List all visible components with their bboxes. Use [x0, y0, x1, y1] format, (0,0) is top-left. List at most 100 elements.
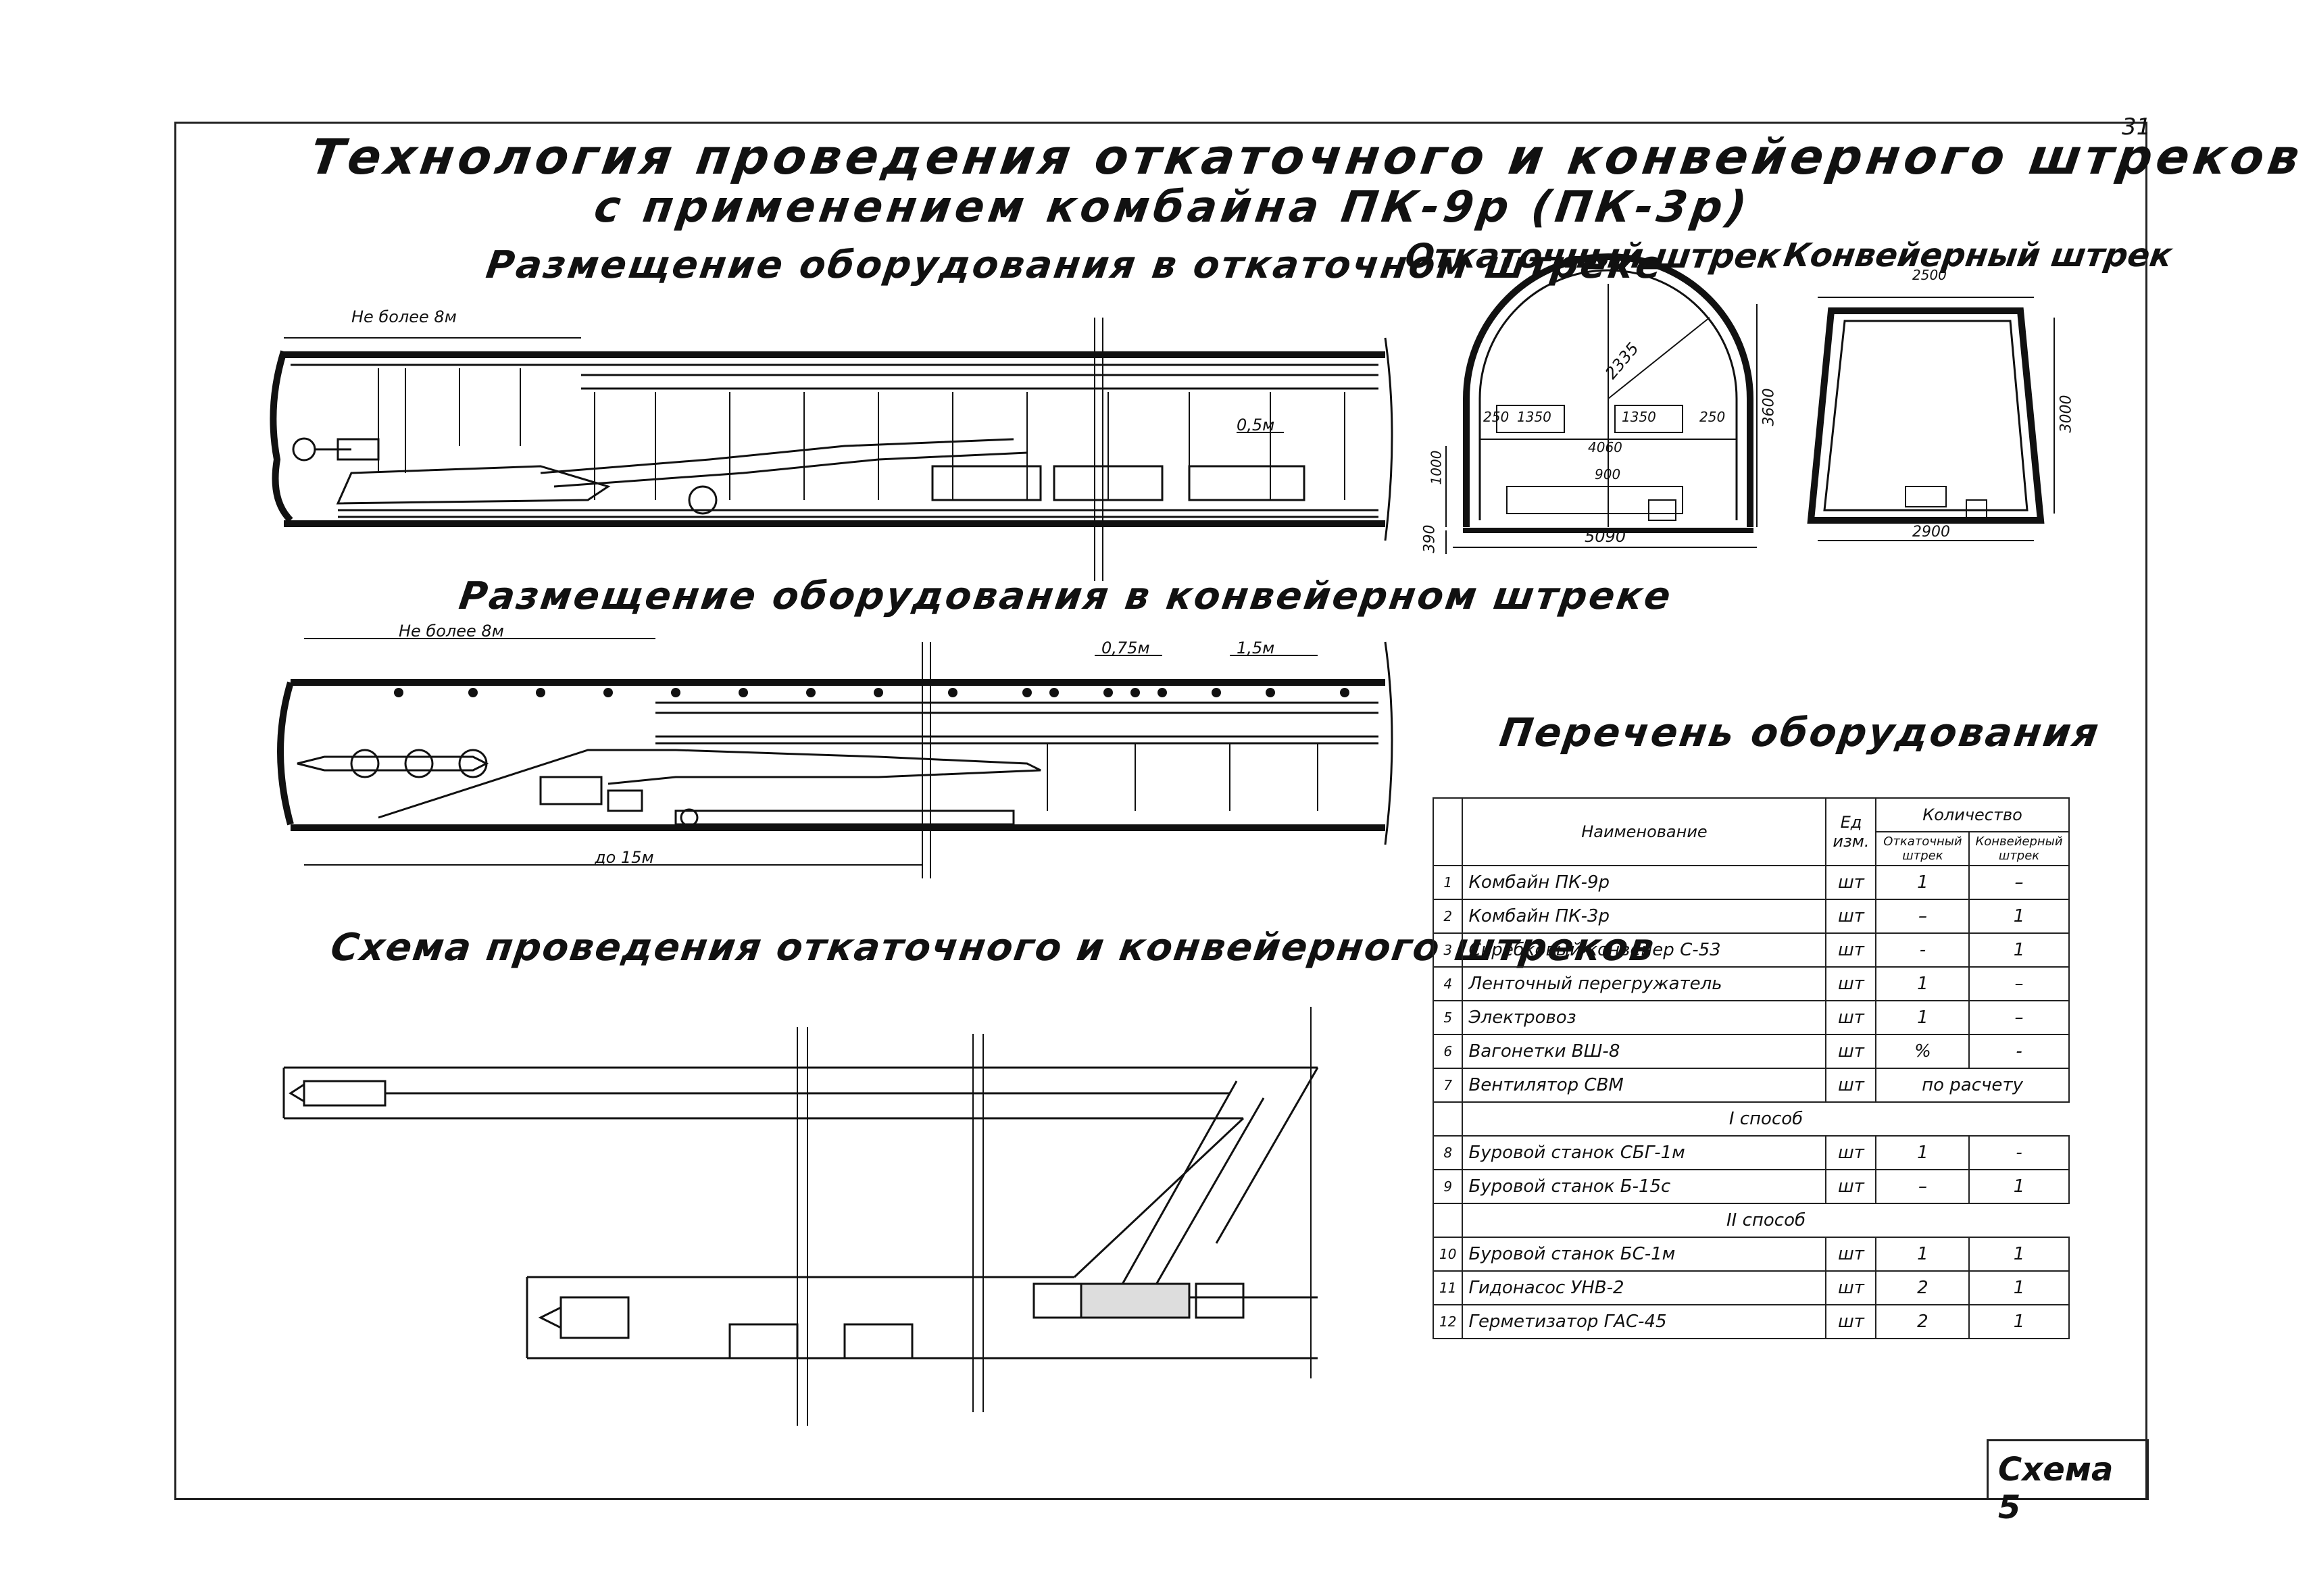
dim-cs2-3000: 3000 — [2058, 395, 2075, 433]
row-conveyor-qty: 1 — [1968, 1304, 2070, 1339]
dim-conveyor-0-75m: 0,75м — [1101, 639, 1150, 657]
row-number: 2 — [1432, 899, 1464, 934]
table-header-haulage-line1: Откаточный — [1883, 834, 1962, 849]
dim-cs1-1000: 1000 — [1428, 450, 1445, 485]
row-name: Электровоз — [1462, 1000, 1827, 1035]
row-number: 9 — [1432, 1169, 1464, 1204]
conveyor-cross-section — [1807, 297, 2055, 541]
row-name: Вентилятор СВМ — [1462, 1068, 1827, 1103]
table-section-row: I способ — [1432, 1101, 2069, 1137]
dim-cs1-5090: 5090 — [1585, 527, 1626, 546]
row-haulage-qty: 1 — [1875, 865, 1970, 900]
table-header-conveyor-line2: штрек — [1998, 849, 2040, 863]
row-number — [1432, 1101, 1464, 1137]
row-haulage-qty: - — [1875, 932, 1970, 968]
row-number: 3 — [1432, 932, 1464, 968]
row-unit: шт — [1825, 1169, 1877, 1204]
row-haulage-qty: – — [1875, 899, 1970, 934]
dim-cs1-390: 390 — [1421, 524, 1439, 553]
dim-conveyor-max-8m: Не более 8м — [399, 622, 504, 641]
scheme-plan — [282, 1007, 1319, 1426]
row-haulage-qty: – — [1875, 1169, 1970, 1204]
row-conveyor-qty: - — [1968, 1135, 2070, 1170]
method-2-label: II способ — [1462, 1203, 2069, 1238]
row-unit: шт — [1825, 1034, 1877, 1069]
row-unit: шт — [1825, 966, 1877, 1001]
row-conveyor-qty: 1 — [1968, 899, 2070, 934]
row-unit: шт — [1825, 1068, 1877, 1103]
dim-cs2-2900: 2900 — [1912, 524, 1950, 541]
row-conveyor-qty: 1 — [1968, 1237, 2070, 1272]
dim-conveyor-1-5m: 1,5м — [1237, 639, 1275, 657]
haulage-drift-section — [270, 318, 1393, 581]
schema-stamp-label: Схема 5 — [1998, 1451, 2114, 1526]
schema-stamp: Схема 5 — [1987, 1439, 2149, 1526]
table-header-quantity: Количество — [1875, 797, 2070, 832]
table-section-row: II способ — [1432, 1203, 2069, 1238]
dim-conveyor-up-to-15m: до 15м — [595, 848, 654, 867]
row-number: 4 — [1432, 966, 1464, 1001]
row-number: 8 — [1432, 1135, 1464, 1170]
dim-cs1-3600: 3600 — [1760, 388, 1778, 426]
row-number — [1432, 1203, 1464, 1238]
row-conveyor-qty: – — [1968, 1000, 2070, 1035]
row-name: Буровой станок Б-15с — [1462, 1169, 1827, 1204]
row-number: 7 — [1432, 1068, 1464, 1103]
dim-cs1-250a: 250 — [1483, 409, 1510, 425]
row-number: 12 — [1432, 1304, 1464, 1339]
row-conveyor-qty: - — [1968, 1034, 2070, 1069]
row-name: Гидонасос УНВ-2 — [1462, 1270, 1827, 1305]
row-haulage-qty: 1 — [1875, 1237, 1970, 1272]
row-name: Скребковый конвейер С-53 — [1462, 932, 1827, 968]
row-qty-by-calculation: по расчету — [1875, 1068, 2070, 1103]
drawing-frame — [174, 122, 2147, 1500]
dim-cs1-1350b: 1350 — [1622, 409, 1656, 425]
row-unit: шт — [1825, 899, 1877, 934]
row-haulage-qty: 2 — [1875, 1304, 1970, 1339]
row-conveyor-qty: 1 — [1968, 1169, 2070, 1204]
table-header-number — [1432, 797, 1464, 866]
row-name: Буровой станок СБГ-1м — [1462, 1135, 1827, 1170]
row-number: 10 — [1432, 1237, 1464, 1272]
row-haulage-qty: 1 — [1875, 966, 1970, 1001]
row-haulage-qty: 2 — [1875, 1270, 1970, 1305]
row-unit: шт — [1825, 865, 1877, 900]
dim-cs1-250b: 250 — [1699, 409, 1726, 425]
row-name: Ленточный перегружатель — [1462, 966, 1827, 1001]
table-header-unit-line2: изм. — [1833, 832, 1870, 851]
dim-haulage-0-5m: 0,5м — [1237, 416, 1275, 434]
table-header-unit-line1: Ед — [1840, 813, 1862, 832]
table-header-haulage-line2: штрек — [1902, 849, 1943, 863]
row-haulage-qty: 1 — [1875, 1135, 1970, 1170]
row-name: Герметизатор ГАС-45 — [1462, 1304, 1827, 1339]
row-unit: шт — [1825, 932, 1877, 968]
row-unit: шт — [1825, 1237, 1877, 1272]
row-number: 11 — [1432, 1270, 1464, 1305]
dim-cs1-1350a: 1350 — [1517, 409, 1551, 425]
row-unit: шт — [1825, 1135, 1877, 1170]
dim-cs1-4060: 4060 — [1588, 439, 1622, 455]
row-name: Комбайн ПК-9р — [1462, 865, 1827, 900]
row-number: 1 — [1432, 865, 1464, 900]
table-header-name: Наименование — [1462, 797, 1827, 866]
table-header-conveyor-line1: Конвейерный — [1975, 834, 2063, 849]
method-1-label: I способ — [1462, 1101, 2069, 1137]
conveyor-drift-section — [277, 638, 1393, 878]
row-name: Комбайн ПК-3р — [1462, 899, 1827, 934]
row-conveyor-qty: 1 — [1968, 1270, 2070, 1305]
dim-cs1-900: 900 — [1595, 466, 1621, 482]
row-unit: шт — [1825, 1304, 1877, 1339]
